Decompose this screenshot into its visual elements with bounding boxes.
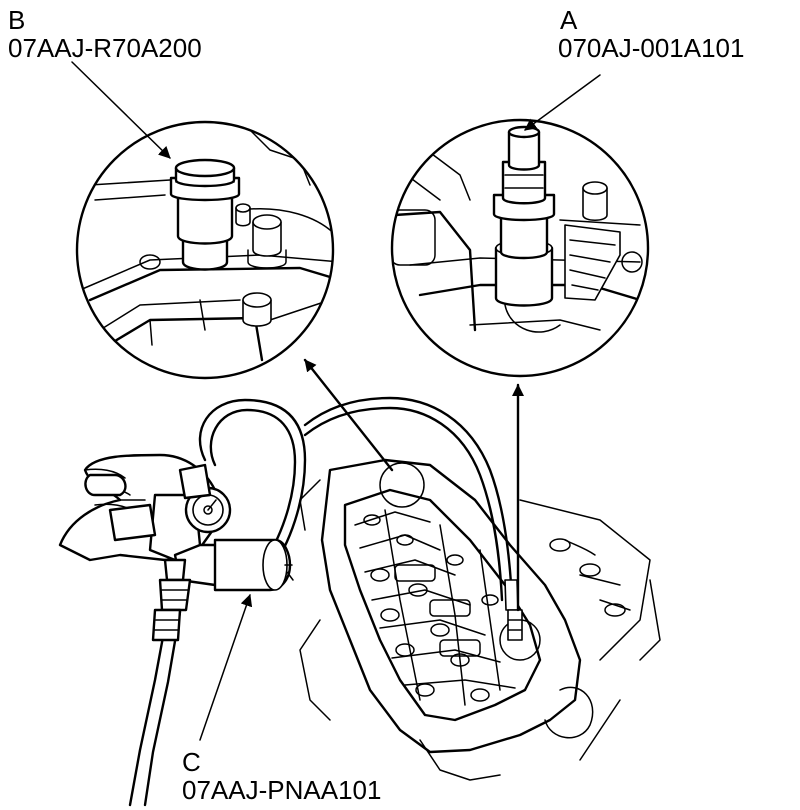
arrow-a-leader: [524, 74, 601, 131]
callout-b-letter: B: [8, 5, 26, 35]
arrow-detail-b: [303, 358, 394, 472]
callout-a-part-number: 070AJ-001A101: [558, 33, 745, 63]
callout-c-part-number: 07AAJ-PNAA101: [182, 775, 382, 805]
callout-c-letter: C: [182, 747, 201, 777]
cylinder-head: [299, 458, 661, 781]
callout-a-letter: A: [560, 5, 578, 35]
arrow-c-leader: [199, 594, 253, 741]
leader-arrows: [71, 61, 601, 741]
detail-view-a: [390, 118, 650, 378]
tester-hoses: [128, 396, 523, 807]
arrow-b-leader: [71, 61, 171, 159]
callout-b-part-number: 07AAJ-R70A200: [8, 33, 202, 63]
leakdown-tester: [58, 453, 294, 642]
detail-view-b: [75, 120, 335, 380]
